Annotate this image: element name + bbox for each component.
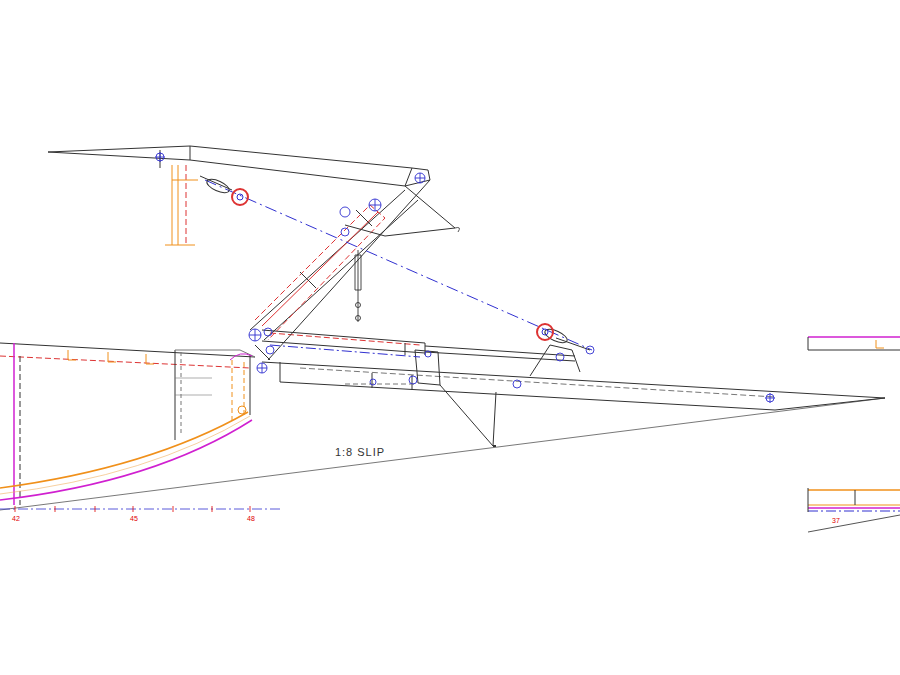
turnbuckle-sheaves	[537, 324, 553, 340]
upper-boom	[48, 146, 459, 236]
upper-boom	[345, 225, 385, 236]
slip-line	[0, 398, 885, 510]
right-hull-fragment	[808, 488, 855, 512]
right-hull-fragment	[808, 507, 900, 509]
pin-symbols	[155, 152, 775, 403]
hull-structure	[230, 354, 252, 360]
lower-ramp-beam	[345, 384, 415, 385]
hull-structure	[0, 356, 250, 368]
slip-gradient-label: 1:8 SLIP	[334, 446, 386, 458]
chain-hoist	[355, 255, 361, 290]
hydraulic-cylinder	[270, 345, 420, 357]
turnbuckle-sheaves	[205, 177, 231, 196]
hull-structure	[175, 378, 212, 395]
frame-number: 48	[246, 515, 256, 523]
right-hull-fragment	[876, 340, 884, 348]
right-hull-fragment	[808, 350, 900, 351]
hull-structure	[0, 416, 250, 494]
turnbuckle-sheaves	[232, 189, 248, 205]
lower-ramp-beam	[280, 362, 281, 382]
slip-line	[0, 398, 885, 510]
lower-ramp-beam	[280, 382, 885, 410]
lifting-cable	[200, 176, 590, 350]
upper-boom	[190, 146, 191, 160]
hull-structure	[0, 343, 255, 357]
a-frame-leg	[264, 200, 418, 340]
hydraulic-cylinder	[425, 346, 575, 361]
hull-structure	[13, 343, 15, 505]
upper-boom	[455, 228, 459, 233]
lower-ramp-beam	[372, 373, 412, 390]
hanger-post	[165, 180, 198, 245]
hull-structure	[0, 343, 255, 505]
hanger-post	[160, 150, 198, 245]
lower-ramp-beam	[262, 362, 885, 398]
hull-structure	[250, 355, 251, 415]
lower-ramp-beam	[415, 350, 440, 385]
hanger-post	[186, 165, 187, 245]
pin-symbols	[586, 346, 594, 354]
right-hull-fragment	[808, 489, 900, 491]
frame-number: 42	[11, 515, 21, 523]
a-frame-leg	[268, 180, 430, 360]
hull-structure	[68, 350, 154, 364]
a-frame-leg	[250, 190, 405, 330]
pin-symbols	[155, 152, 775, 403]
a-frame-leg	[250, 180, 430, 360]
pin-symbols	[370, 379, 376, 385]
pin-symbols	[556, 353, 564, 361]
frame-axis	[0, 506, 280, 512]
frame-number: 37	[831, 517, 841, 525]
hull-structure	[0, 420, 252, 500]
pin-symbols	[264, 328, 272, 336]
hydraulic-cylinder	[405, 343, 425, 355]
upper-boom	[385, 186, 455, 236]
right-hull-fragment	[808, 337, 809, 350]
right-hull-fragment	[808, 337, 900, 532]
right-hull-fragment	[808, 511, 900, 512]
hanger-post	[172, 165, 178, 245]
a-frame-leg	[255, 205, 385, 340]
right-hull-fragment	[808, 515, 900, 532]
hull-structure	[20, 356, 21, 505]
upper-boom	[48, 152, 405, 186]
frame-axis	[15, 506, 250, 512]
pin-symbols	[409, 376, 417, 384]
turnbuckle-sheaves	[542, 329, 548, 335]
lifting-cable	[200, 176, 592, 350]
turnbuckle-sheaves	[237, 194, 243, 200]
hydraulic-cylinder	[262, 330, 575, 361]
hydraulic-cylinder	[262, 330, 425, 353]
pin-symbols	[340, 207, 350, 217]
chain-hoist	[355, 250, 361, 322]
lower-ramp-beam	[493, 445, 496, 447]
hydraulic-cylinder	[270, 333, 420, 345]
chain-hoist	[358, 250, 359, 322]
right-hull-fragment	[808, 336, 900, 338]
chain-hoist	[356, 303, 361, 308]
frame-axis	[0, 509, 280, 510]
lifting-cable	[205, 180, 592, 350]
hull-structure	[181, 352, 182, 436]
turnbuckle-sheaves	[205, 177, 569, 346]
pin-symbols	[513, 380, 521, 388]
pin-symbols	[425, 351, 431, 357]
pin-symbols	[341, 228, 349, 236]
chain-hoist	[356, 316, 361, 321]
pin-symbols	[266, 346, 274, 354]
lower-ramp-beam	[262, 345, 885, 446]
frame-number: 45	[129, 515, 139, 523]
right-hull-fragment	[808, 505, 900, 506]
upper-boom	[405, 168, 430, 186]
lower-ramp-beam	[300, 368, 775, 397]
lower-ramp-beam	[440, 385, 496, 446]
hull-structure	[238, 406, 246, 414]
